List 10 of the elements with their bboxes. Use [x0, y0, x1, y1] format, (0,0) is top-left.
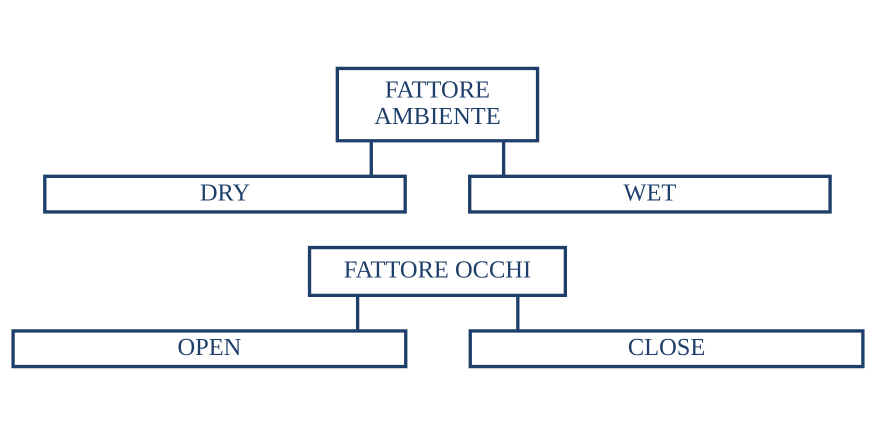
node-box: OPEN [11, 328, 408, 368]
node-box: FATTORE AMBIENTE [336, 66, 540, 142]
node-box: CLOSE [468, 328, 865, 368]
connector [356, 294, 360, 330]
node-box: WET [468, 174, 832, 214]
node-box: DRY [43, 174, 407, 214]
connector [502, 140, 506, 176]
connector [370, 140, 373, 176]
node-box: FATTORE OCCHI [308, 245, 568, 297]
connector [516, 294, 520, 330]
